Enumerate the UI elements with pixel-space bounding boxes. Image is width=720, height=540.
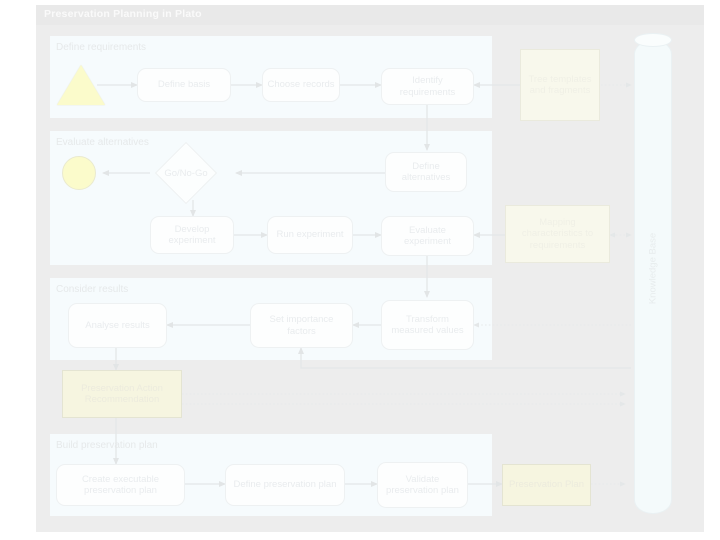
artifact-preservation-action-recommendation[interactable]: Preservation Action Recommendation xyxy=(62,370,182,418)
node-define-preservation-plan[interactable]: Define preservation plan xyxy=(225,464,345,506)
decision-go-no-go-label: Go/No-Go xyxy=(164,168,208,179)
artifact-tree-templates[interactable]: Tree templates and fragments xyxy=(520,49,600,121)
node-identify-requirements[interactable]: Identify requirements xyxy=(381,68,474,105)
end-circle-icon xyxy=(62,156,96,190)
artifact-preservation-plan[interactable]: Preservation Plan xyxy=(502,464,591,506)
knowledge-base-label: Knowledge Base xyxy=(647,232,659,305)
artifact-mapping-characteristics[interactable]: Mapping characteristics to requirements xyxy=(505,205,610,263)
node-evaluate-experiment[interactable]: Evaluate experiment xyxy=(381,216,474,256)
section-label-define-requirements: Define requirements xyxy=(56,42,147,53)
diagram-title: Preservation Planning in Plato xyxy=(44,8,202,20)
node-define-alternatives[interactable]: Define alternatives xyxy=(385,152,467,192)
section-label-evaluate-alternatives: Evaluate alternatives xyxy=(56,137,149,148)
diagram-title-bar xyxy=(36,5,704,25)
knowledge-base-body xyxy=(634,40,672,514)
knowledge-base-cylinder[interactable]: Knowledge Base xyxy=(634,33,672,521)
node-create-executable-preservation-plan[interactable]: Create executable preservation plan xyxy=(56,464,185,506)
node-set-importance-factors[interactable]: Set importance factors xyxy=(250,303,353,348)
node-transform-measured-values[interactable]: Transform measured values xyxy=(381,300,474,350)
knowledge-base-top-ellipse xyxy=(634,33,672,47)
node-choose-records[interactable]: Choose records xyxy=(262,68,340,102)
node-validate-preservation-plan[interactable]: Validate preservation plan xyxy=(377,462,468,508)
node-define-basis[interactable]: Define basis xyxy=(137,68,231,102)
node-analyse-results[interactable]: Analyse results xyxy=(68,303,167,348)
node-develop-experiment[interactable]: Develop experiment xyxy=(150,216,234,254)
start-triangle-icon xyxy=(57,65,105,105)
node-run-experiment[interactable]: Run experiment xyxy=(267,216,353,254)
section-label-build-preservation-plan: Build preservation plan xyxy=(56,440,158,451)
section-label-consider-results: Consider results xyxy=(56,284,129,295)
